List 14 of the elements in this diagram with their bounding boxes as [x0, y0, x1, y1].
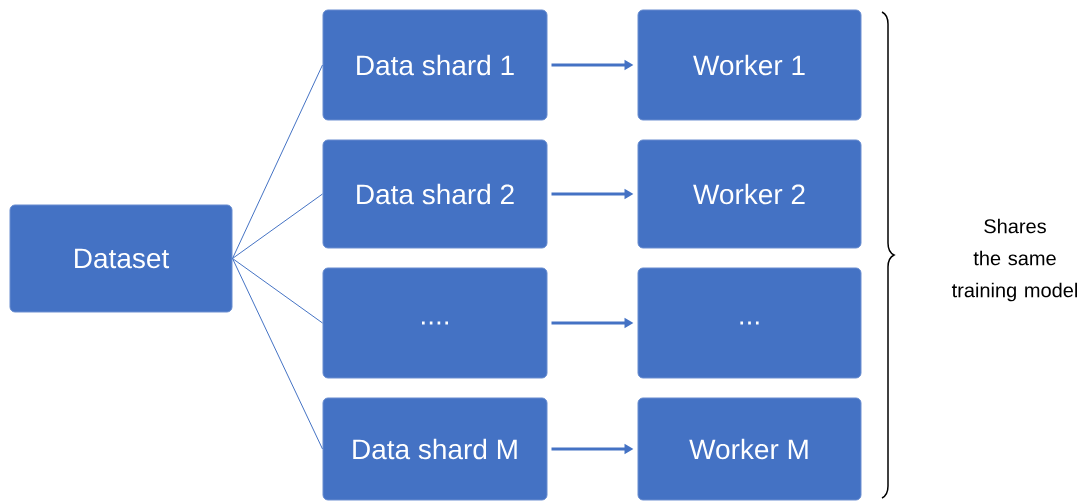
process-box: Data shard M: [322, 397, 548, 501]
note-text: Shares the same training model: [951, 218, 1077, 302]
process-box: ...: [637, 267, 862, 379]
process-box: Worker M: [637, 397, 862, 501]
connector-line: [232, 64, 323, 259]
connector-line: [232, 258, 323, 450]
connector-line: [232, 193, 323, 259]
process-box: Dataset: [9, 204, 233, 313]
process-box: Data shard 2: [322, 139, 548, 249]
process-box: Worker 2: [637, 139, 862, 249]
process-box: Data shard 1: [322, 9, 548, 121]
process-box: Worker 1: [637, 9, 862, 121]
connector-line: [232, 258, 323, 324]
process-box: ....: [322, 267, 548, 379]
